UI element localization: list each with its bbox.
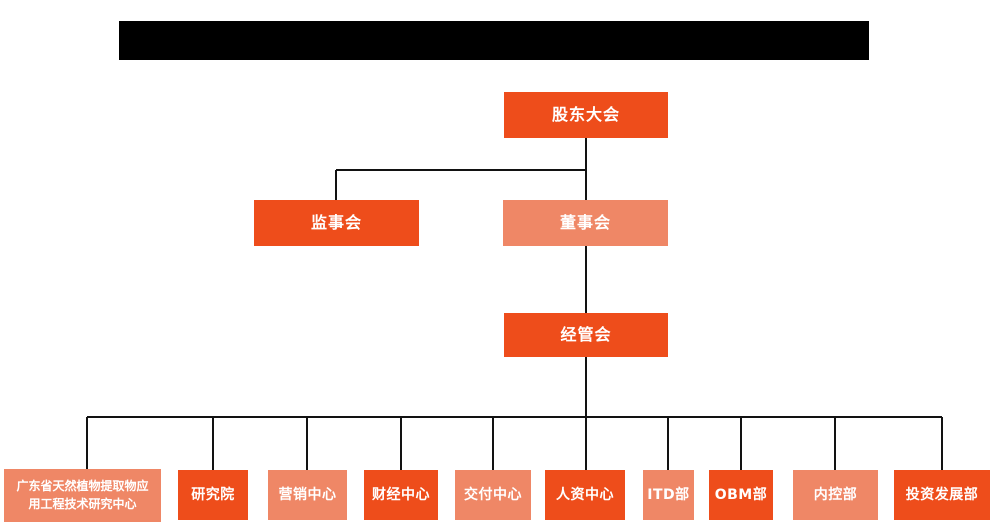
org-node-management-committee: 经管会 (504, 313, 668, 357)
org-node-marketing-center: 营销中心 (268, 470, 347, 520)
org-node-finance-center: 财经中心 (364, 470, 438, 520)
org-node-delivery-center: 交付中心 (455, 470, 531, 520)
org-node-research-institute: 研究院 (178, 470, 248, 520)
org-node-itd-department: ITD部 (643, 470, 694, 520)
org-node-shareholders-meeting: 股东大会 (504, 92, 668, 138)
redacted-title-bar (119, 21, 869, 60)
org-node-hr-center: 人资中心 (545, 470, 625, 520)
org-node-supervisory-board: 监事会 (254, 200, 419, 246)
org-node-obm-department: OBM部 (709, 470, 773, 520)
org-node-guangdong-plant-extract-research-center: 广东省天然植物提取物应用工程技术研究中心 (4, 469, 161, 522)
org-node-board-of-directors: 董事会 (503, 200, 668, 246)
org-node-investment-development-department: 投资发展部 (894, 470, 990, 520)
org-node-internal-control-department: 内控部 (793, 470, 878, 520)
